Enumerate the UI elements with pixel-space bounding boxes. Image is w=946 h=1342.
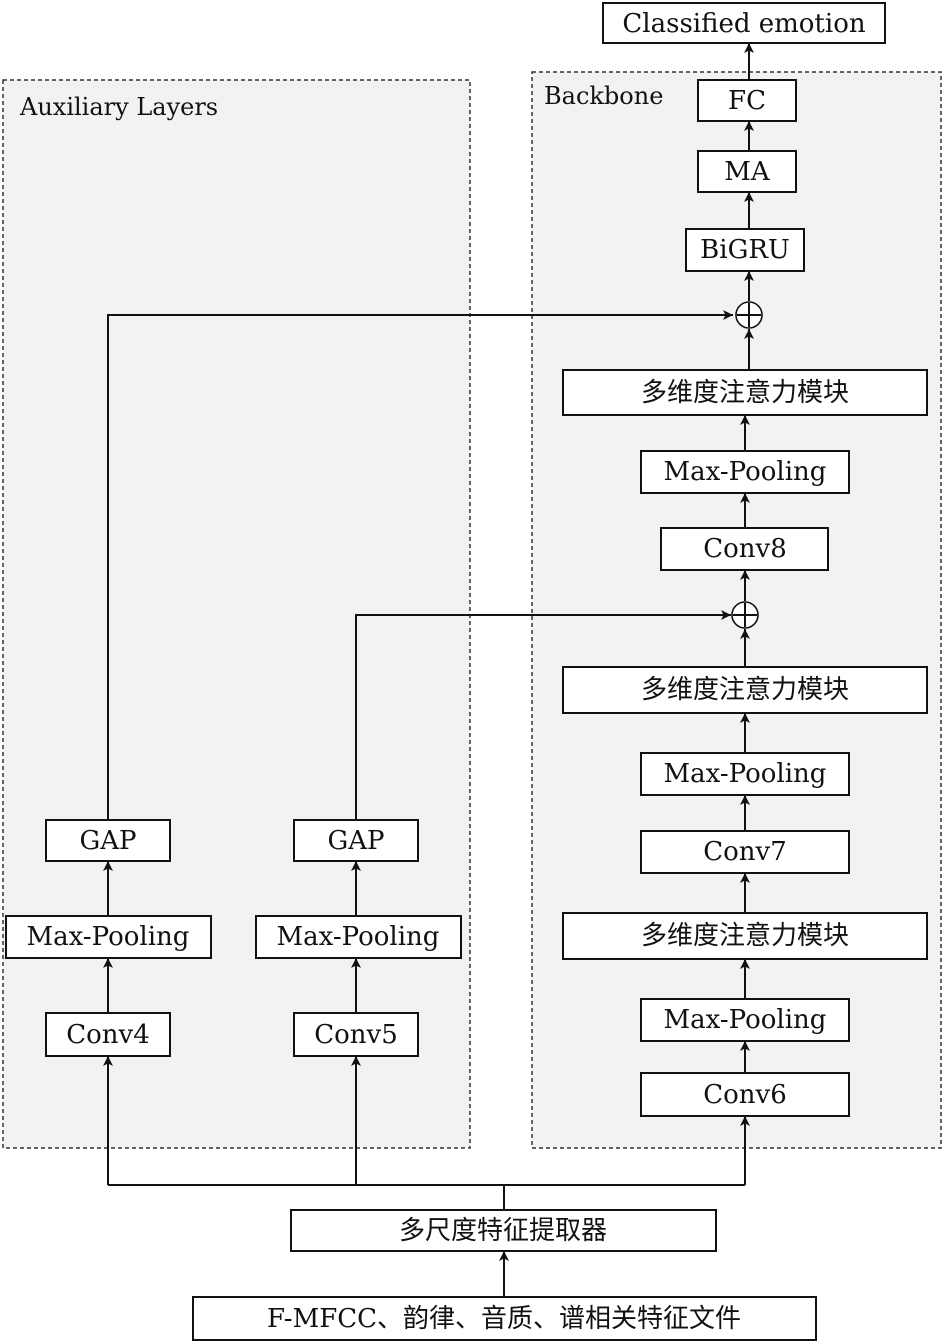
bigru-label: BiGRU [700,235,790,265]
feature-extractor-label: 多尺度特征提取器 [399,1216,607,1246]
sum-node-top [735,301,763,329]
input-features-label: F-MFCC、韵律、音质、谱相关特征文件 [267,1304,741,1334]
max-pooling-5: Max-Pooling [255,915,462,959]
max-pooling-4: Max-Pooling [5,915,212,959]
fc-label: FC [728,86,766,116]
output-node: Classified emotion [602,2,886,44]
max-pooling-6: Max-Pooling [640,998,850,1042]
max-pooling-7: Max-Pooling [640,752,850,796]
gap-5-node: GAP [293,819,419,862]
conv5-node: Conv5 [293,1012,419,1057]
conv8-label: Conv8 [703,534,787,564]
arrow-gap4-sum-top [107,310,733,820]
attention-module-3: 多维度注意力模块 [562,369,928,416]
backbone-label: Backbone [544,82,663,110]
feature-extractor-node: 多尺度特征提取器 [290,1209,717,1252]
input-features-node: F-MFCC、韵律、音质、谱相关特征文件 [192,1296,817,1341]
auxiliary-layers-label: Auxiliary Layers [19,93,218,121]
connections [103,43,754,1297]
conv4-label: Conv4 [66,1020,150,1050]
max-pooling-5-label: Max-Pooling [277,922,440,952]
gap-5-label: GAP [327,826,384,856]
max-pooling-7-label: Max-Pooling [664,759,827,789]
ma-label: MA [724,157,771,187]
sum-node-mid [731,601,759,629]
conv7-node: Conv7 [640,830,850,874]
max-pooling-4-label: Max-Pooling [27,922,190,952]
max-pooling-8: Max-Pooling [640,450,850,494]
bigru-node: BiGRU [685,228,805,272]
attention-module-2-label: 多维度注意力模块 [641,675,849,705]
conv8-node: Conv8 [660,527,829,571]
gap-4-label: GAP [79,826,136,856]
ma-node: MA [697,150,797,193]
max-pooling-6-label: Max-Pooling [664,1005,827,1035]
attention-module-2: 多维度注意力模块 [562,666,928,714]
conv6-node: Conv6 [640,1072,850,1117]
conv7-label: Conv7 [703,837,787,867]
arrow-gap5-sum-mid [355,610,731,820]
gap-4-node: GAP [45,819,171,862]
conv4-node: Conv4 [45,1012,171,1057]
attention-module-3-label: 多维度注意力模块 [641,378,849,408]
fc-node: FC [697,79,797,122]
attention-module-1: 多维度注意力模块 [562,912,928,960]
conv6-label: Conv6 [703,1080,787,1110]
conv5-label: Conv5 [314,1020,398,1050]
attention-module-1-label: 多维度注意力模块 [641,921,849,951]
output-label: Classified emotion [622,9,865,39]
max-pooling-8-label: Max-Pooling [664,457,827,487]
